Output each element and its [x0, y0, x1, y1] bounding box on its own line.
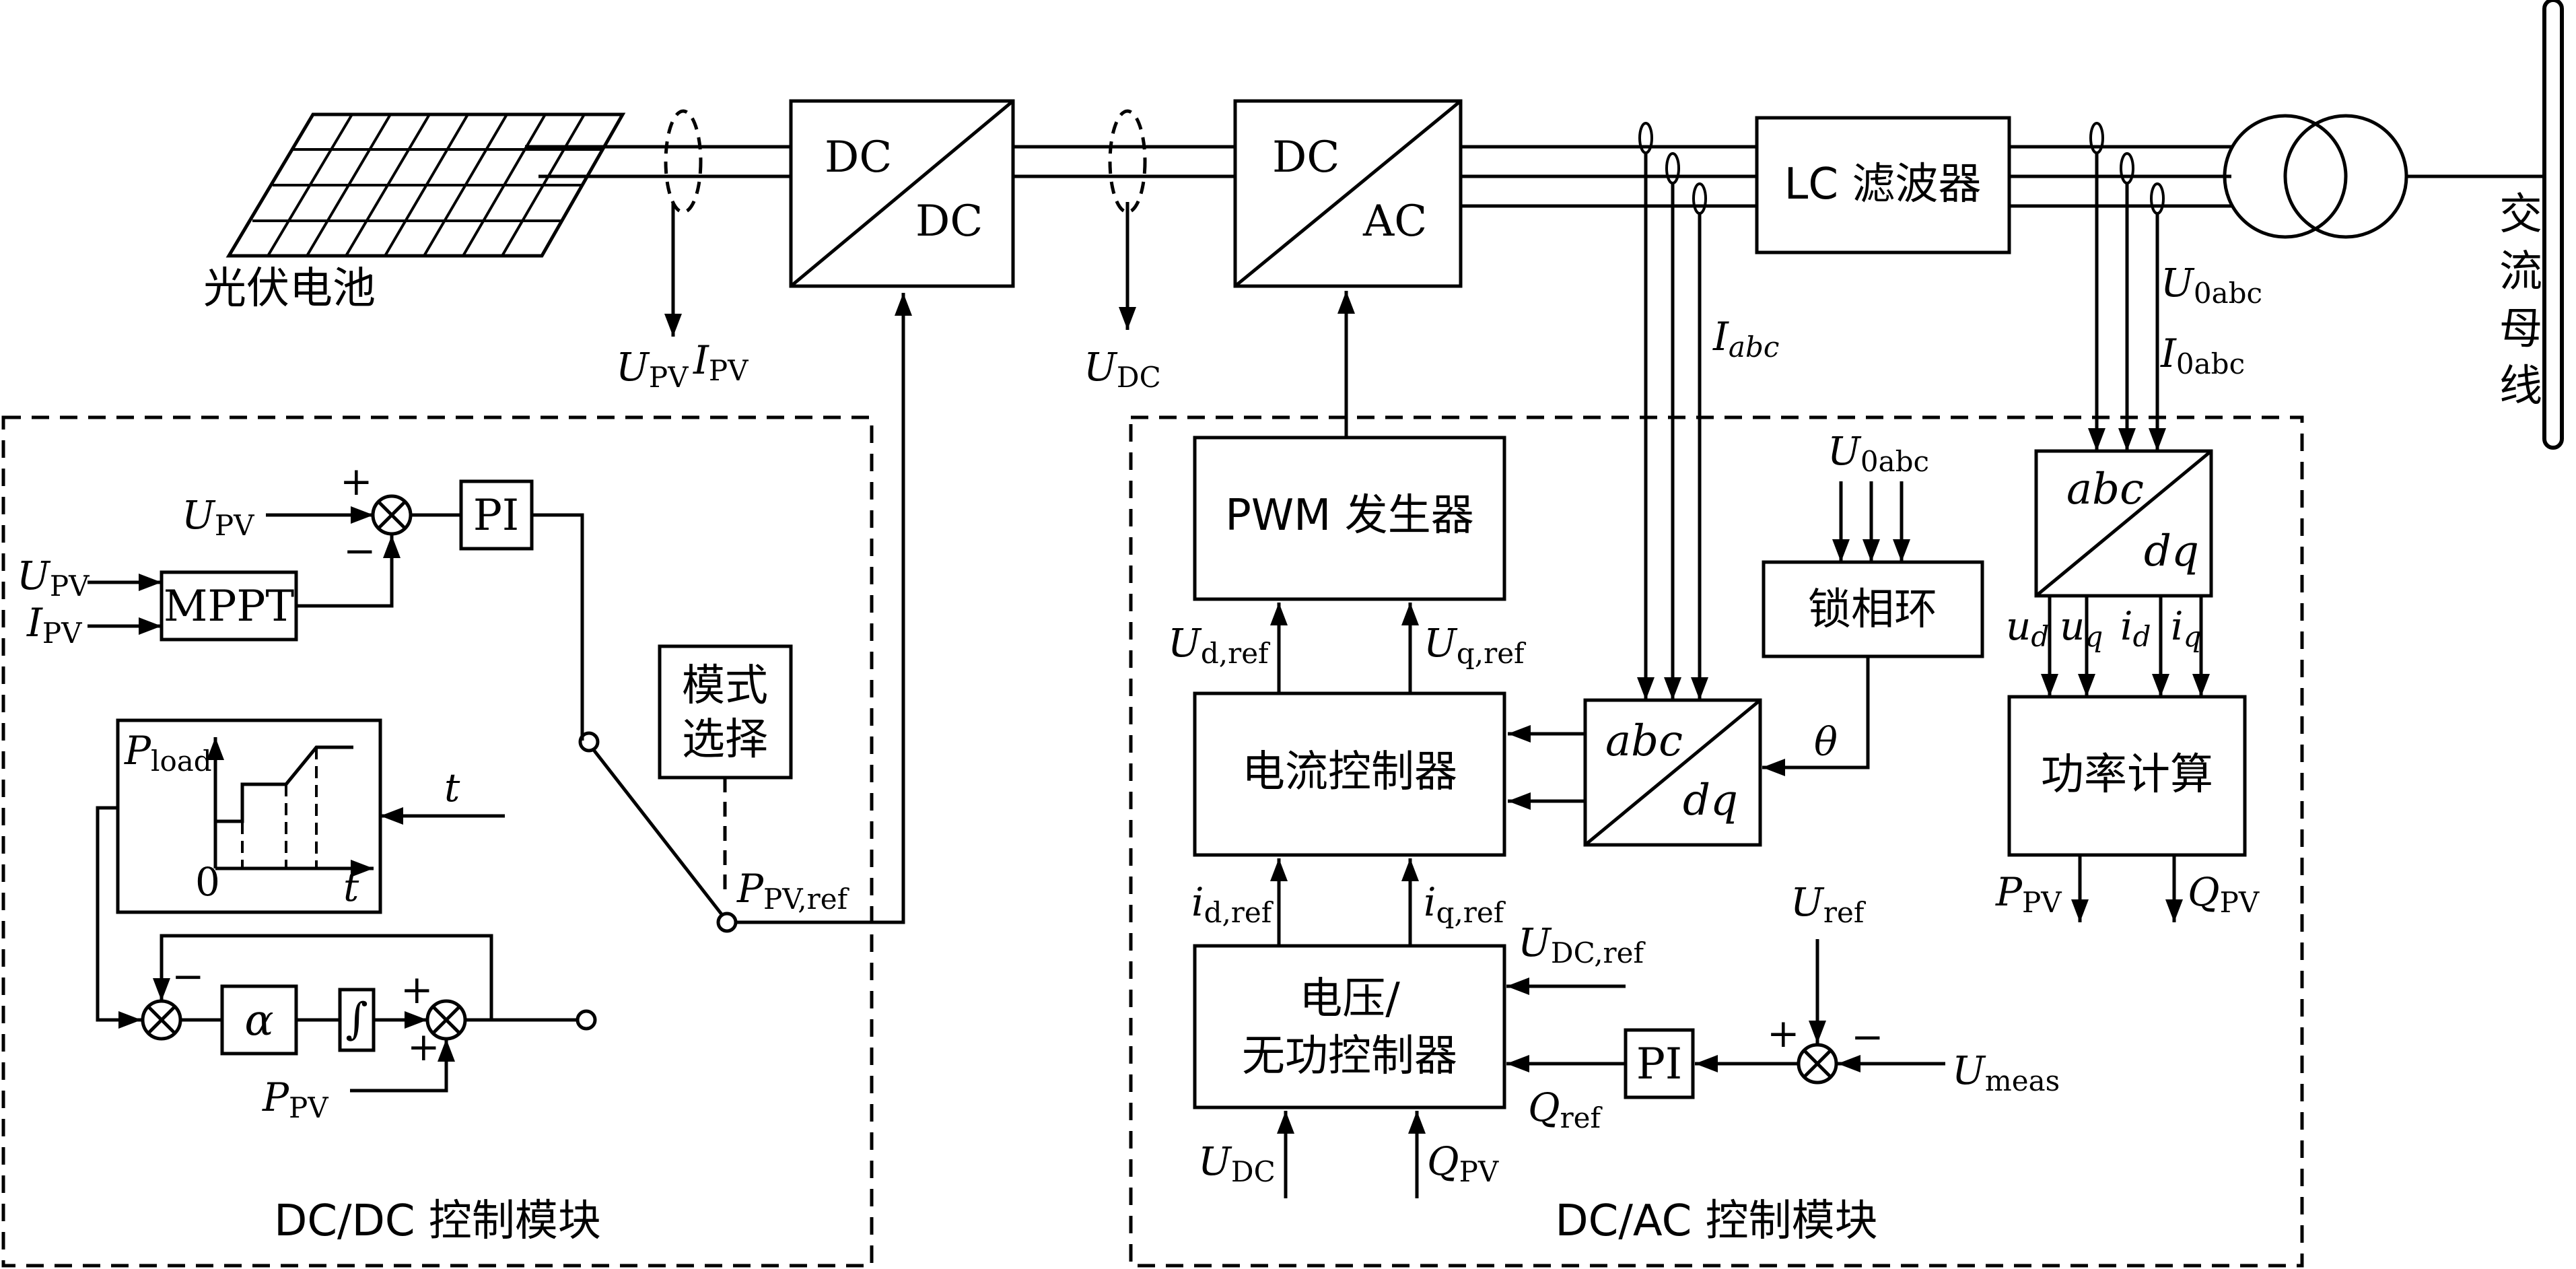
i-pv-measure-label: IPV [693, 337, 749, 387]
pll-block: 锁相环 [1762, 560, 1984, 658]
u-dc-ref-label: UDC,ref [1518, 920, 1646, 969]
dcdc-control-module [1, 415, 874, 1268]
t-input-label: t [444, 765, 460, 811]
svg-text:−: − [172, 953, 205, 999]
svg-text:t: t [343, 864, 359, 910]
mode-select-block: 模式 选择 [658, 644, 793, 780]
load-profile-block: Pload 0 t [116, 718, 382, 914]
u-pv-input-label: UPV [182, 492, 254, 542]
i-abc-label: Iabc [1712, 314, 1779, 364]
theta-label: θ [1814, 719, 1838, 765]
svg-text:DC: DC [1272, 133, 1339, 182]
svg-text:MPPT: MPPT [164, 582, 295, 631]
u-q-ref-label: Uq,ref [1424, 620, 1527, 670]
mppt-block: MPPT [160, 570, 298, 642]
u-dc-input-label: UDC [1198, 1138, 1276, 1188]
svg-text:电压/: 电压/ [1299, 974, 1400, 1024]
pv-array-label: 光伏电池 [203, 264, 376, 314]
integrator-block: ∫ [338, 988, 376, 1052]
sum-junction-2 [141, 999, 182, 1041]
uq-label: uq [2060, 603, 2103, 653]
abc-dq-transform-current: abc dq [1583, 698, 1762, 847]
u-ref-label: Uref [1790, 879, 1867, 929]
svg-text:+: + [1767, 1010, 1800, 1056]
u0abc-pll-label: U0abc [1827, 428, 1929, 478]
dcdc-module-title: DC/DC 控制模块 [274, 1196, 601, 1246]
svg-text:母: 母 [2499, 304, 2542, 354]
svg-text:α: α [244, 996, 273, 1045]
u-pv-mppt-label: UPV [17, 553, 90, 603]
svg-text:dq: dq [2144, 526, 2199, 576]
svg-text:+: + [401, 967, 433, 1013]
u-pv-measure-label: UPV [616, 344, 689, 394]
pi-block-dcac: PI [1624, 1028, 1695, 1099]
voltage-reactive-controller-block: 电压/ 无功控制器 [1193, 944, 1506, 1109]
lc-filter-block: LC 滤波器 [1755, 116, 2011, 254]
dcac-module-title: DC/AC 控制模块 [1555, 1196, 1877, 1246]
svg-text:+: + [407, 1024, 440, 1070]
svg-text:模式: 模式 [682, 661, 768, 711]
q-ref-label: Qref [1528, 1085, 1603, 1134]
dcac-inverter-block: DC AC [1233, 99, 1463, 288]
q-pv-input-label: QPV [1427, 1138, 1499, 1188]
p-pv-input-label: PPV [262, 1074, 328, 1124]
i-q-ref-label: iq,ref [1424, 879, 1506, 929]
svg-text:−: − [1851, 1014, 1884, 1060]
svg-text:锁相环: 锁相环 [1808, 585, 1937, 635]
svg-text:+: + [340, 458, 373, 504]
svg-text:电流控制器: 电流控制器 [1242, 747, 1457, 797]
svg-text:dq: dq [1683, 776, 1738, 825]
svg-text:abc: abc [2066, 465, 2144, 514]
svg-text:∫: ∫ [345, 994, 368, 1044]
p-pv-output-label: PPV [1995, 869, 2062, 919]
svg-text:LC 滤波器: LC 滤波器 [1784, 160, 1982, 209]
iq-label: iq [2171, 603, 2201, 653]
svg-text:0: 0 [195, 859, 220, 905]
current-controller-block: 电流控制器 [1193, 691, 1506, 857]
dcdc-converter-block: DC DC [789, 99, 1015, 288]
svg-text:−: − [343, 528, 376, 574]
u-dc-measure-label: UDC [1084, 344, 1161, 394]
svg-text:功率计算: 功率计算 [2041, 750, 2213, 800]
svg-text:选择: 选择 [682, 715, 768, 765]
svg-text:abc: abc [1605, 716, 1683, 766]
dcac-control-module [1129, 415, 2304, 1268]
svg-text:PWM 发生器: PWM 发生器 [1225, 491, 1473, 541]
u-d-ref-label: Ud,ref [1168, 620, 1271, 670]
svg-text:DC: DC [915, 197, 983, 246]
svg-text:交: 交 [2499, 190, 2542, 240]
i0abc-bus-label: I0abc [2160, 331, 2245, 380]
sum-junction-1 [371, 494, 413, 536]
power-calculation-block: 功率计算 [2007, 695, 2247, 857]
svg-text:DC: DC [825, 133, 892, 182]
pv-array-icon [225, 112, 626, 258]
p-pv-ref-label: PPV,ref [736, 866, 850, 916]
svg-text:线: 线 [2499, 362, 2542, 411]
ud-label: ud [2006, 603, 2049, 653]
u0abc-bus-label: U0abc [2161, 260, 2262, 310]
sum-junction-4 [1797, 1043, 1838, 1085]
pwm-generator-block: PWM 发生器 [1193, 436, 1506, 601]
i-pv-mppt-label: IPV [26, 600, 82, 650]
ac-bus-label: 交 流 母 线 [2499, 190, 2542, 411]
abc-dq-transform-voltage: abc dq [2034, 449, 2213, 598]
svg-text:流: 流 [2499, 247, 2542, 297]
svg-text:PI: PI [473, 491, 519, 541]
pi-block-dcdc: PI [459, 479, 534, 551]
alpha-gain-block: α [220, 984, 298, 1056]
svg-text:Pload: Pload [124, 728, 212, 778]
id-label: id [2120, 603, 2151, 653]
i-d-ref-label: id,ref [1191, 879, 1274, 929]
svg-text:AC: AC [1362, 197, 1427, 246]
ac-bus-bar [2542, 0, 2564, 450]
svg-text:PI: PI [1636, 1039, 1682, 1089]
transformer-icon [2223, 114, 2544, 239]
q-pv-output-label: QPV [2188, 869, 2260, 919]
u-meas-label: Umeas [1952, 1048, 2060, 1097]
svg-text:无功控制器: 无功控制器 [1242, 1031, 1457, 1081]
